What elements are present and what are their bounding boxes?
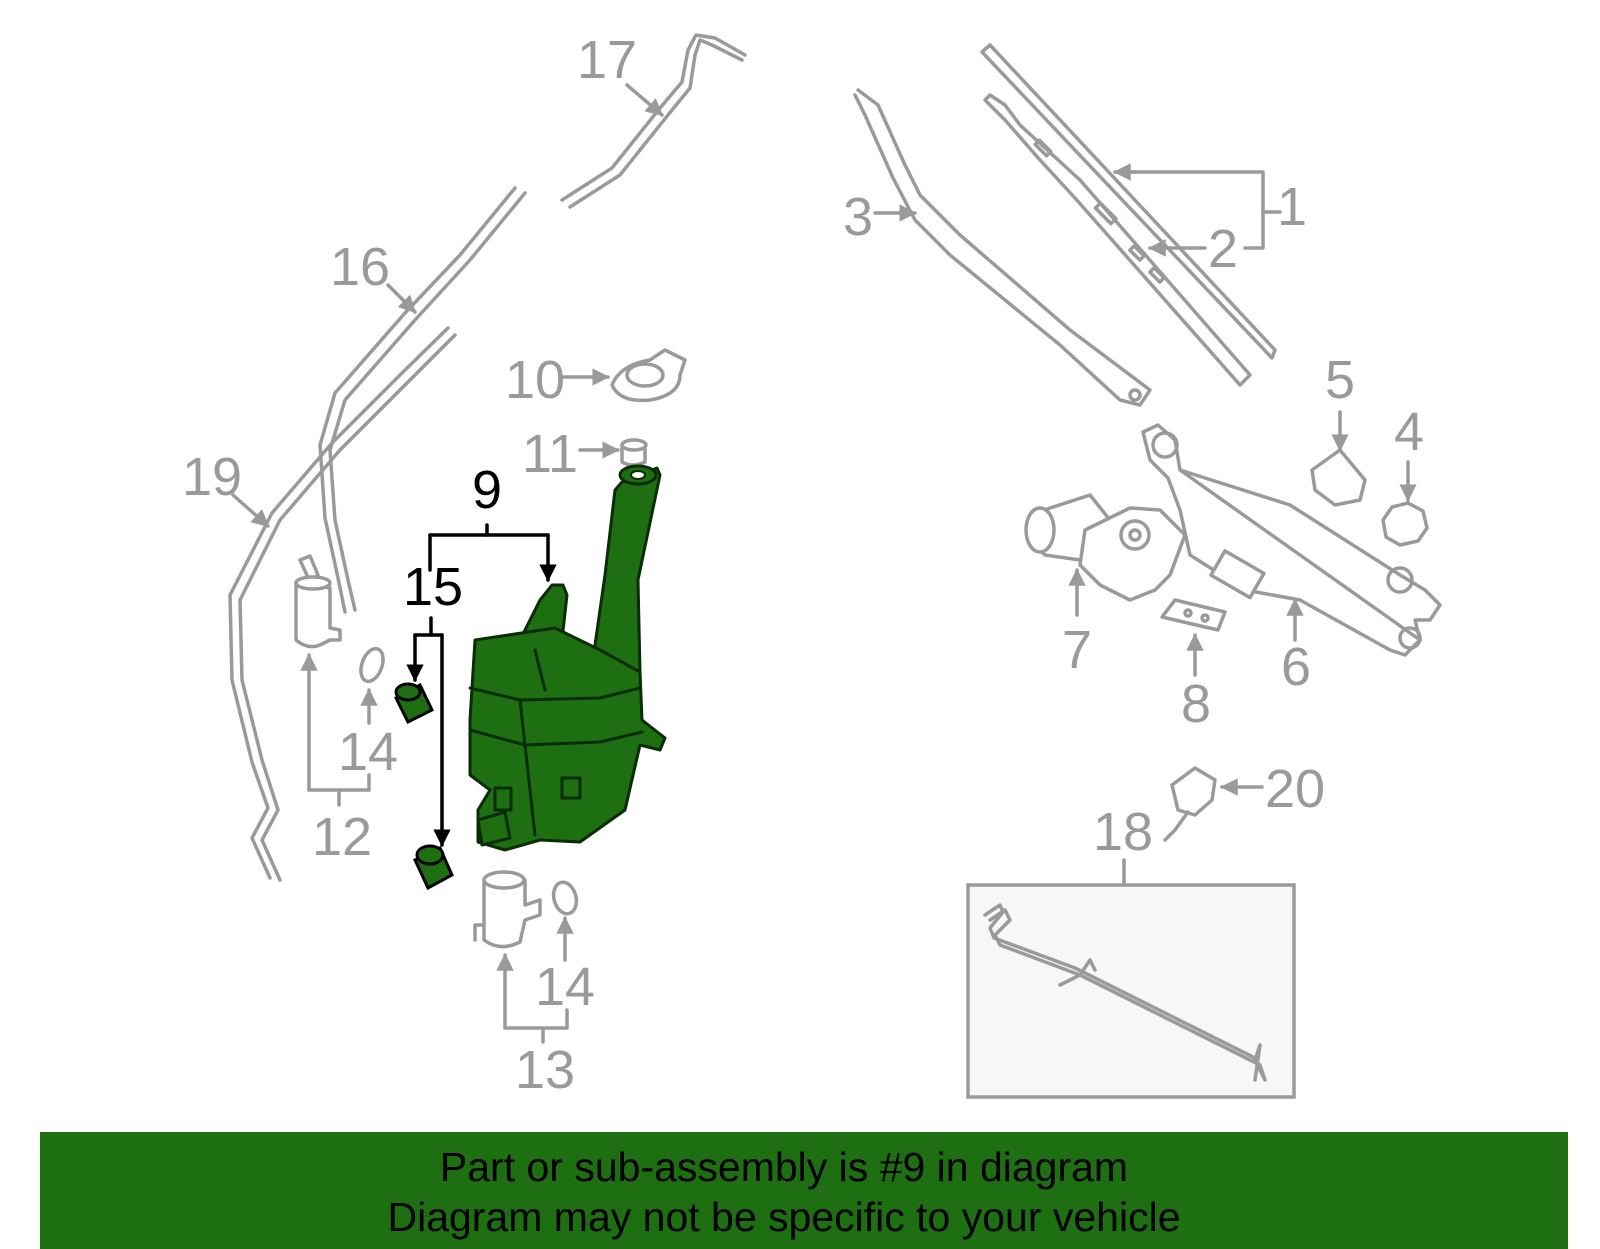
part-10-reservoir-cap[interactable] [610,348,687,403]
callout-2: 2 [1208,219,1238,279]
callout-16: 16 [330,237,390,297]
callout-8: 8 [1181,674,1211,734]
callout-13: 13 [515,1040,575,1100]
part-17-washer-hose[interactable] [560,33,747,209]
part-15-grommet-upper[interactable] [394,682,434,725]
callout-14-lower: 14 [535,957,595,1017]
part-12-washer-pump[interactable] [294,554,342,649]
callout-4: 4 [1394,402,1424,462]
info-banner: Part or sub-assembly is #9 in diagram Di… [40,1132,1568,1249]
callout-11: 11 [522,424,578,484]
part-13-washer-pump[interactable] [473,870,542,949]
bracket-1-2 [1113,170,1282,250]
callout-1: 1 [1277,177,1307,237]
part-5-pivot-cap[interactable] [1310,448,1367,507]
callout-10: 10 [505,350,565,410]
leader-lines [231,83,1417,1044]
callout-labels: 17 16 19 10 11 9 15 14 12 14 13 3 2 1 5 … [182,30,1424,1100]
part-9-washer-reservoir[interactable] [468,464,667,852]
part-14-seal-upper[interactable] [357,646,387,685]
part-2-blade-insert[interactable] [983,93,1252,387]
part-19-washer-hose[interactable] [228,326,457,882]
part-8-bracket[interactable] [1160,598,1227,632]
part-6-wiper-linkage[interactable] [1141,423,1442,657]
callout-17: 17 [577,30,637,90]
part-11-cap-insert[interactable] [620,438,648,467]
callout-12: 12 [312,807,372,867]
callout-15: 15 [403,557,463,617]
part-20-washer-nozzle[interactable] [1163,766,1217,842]
callout-20: 20 [1265,759,1325,819]
callout-14-upper: 14 [338,722,398,782]
callout-3: 3 [843,187,873,247]
part-15-grommet-lower[interactable] [413,844,454,891]
banner-line-disclaimer: Diagram may not be specific to your vehi… [387,1194,1181,1240]
callout-7: 7 [1062,620,1092,680]
part-3-wiper-arm[interactable] [853,88,1152,407]
part-18-hose-assembly-box[interactable] [966,883,1296,1099]
part-16-washer-hose[interactable] [318,186,527,614]
banner-line-part-info: Part or sub-assembly is #9 in diagram [439,1144,1129,1190]
callout-9: 9 [472,460,502,520]
part-1-wiper-blade[interactable] [980,43,1277,360]
part-14-seal-lower[interactable] [550,880,580,917]
part-7-wiper-motor[interactable] [1024,493,1187,602]
callout-6: 6 [1281,637,1311,697]
part-4-nut[interactable] [1381,501,1429,547]
callout-5: 5 [1325,350,1355,410]
callout-18: 18 [1093,802,1153,862]
callout-19: 19 [182,447,242,507]
